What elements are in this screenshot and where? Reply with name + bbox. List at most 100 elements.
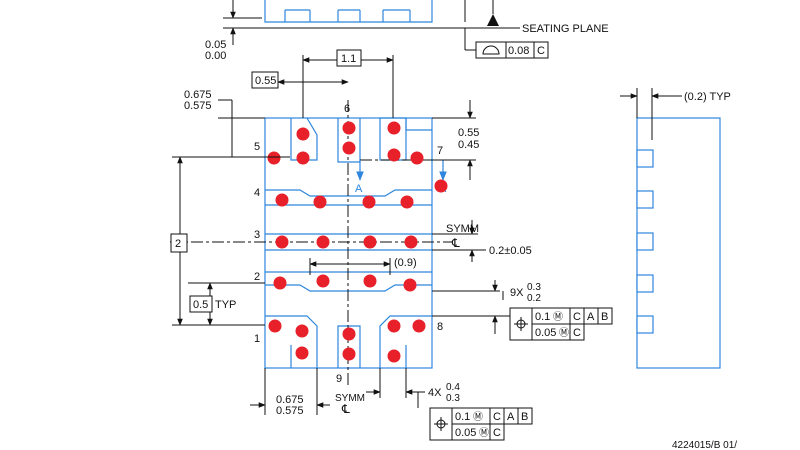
fcf9x-datum-b: B [601,311,608,323]
fcf4x-datum-a: A [507,411,515,423]
pin-label-7: 7 [437,145,443,157]
probe-dots [267,121,448,363]
fcf-4x: 0.1 Ⓜ C A B 0.05 Ⓜ C [429,407,533,441]
probe-dot [295,324,309,338]
fcf4x-datum-b: B [521,411,528,423]
doc-number: 4224015/B 01/ [672,440,737,450]
probe-dot [273,276,287,290]
pin-label-2: 2 [254,271,260,283]
probe-dot [342,121,356,135]
mmc-icon: Ⓜ [479,427,489,439]
pad-len-bottom-min: 0.575 [276,405,304,417]
probe-dot [387,319,401,333]
symm-label-right: SYMM [446,223,479,235]
lead-width-typ: (0.2) TYP [684,91,731,103]
pin-label-4: 4 [254,187,260,199]
probe-dot [296,151,310,165]
probe-dot [363,235,377,249]
fcf9x-tol1: 0.1 [535,311,550,323]
probe-dot [362,195,376,209]
pad-6 [337,118,361,163]
pad-len-top-min: 0.575 [184,100,212,112]
pin-label-8: 8 [437,321,443,333]
probe-dot [342,347,356,361]
side-view: (0.2) TYP [620,88,731,369]
pad-len-top-max: 0.675 [184,89,212,101]
offset-0-55: 0.55 [255,75,276,87]
flatness-control-frame: 0.08 C [475,41,549,59]
side-lead [636,274,654,293]
side-lead [636,149,654,168]
standoff-max: 0.05 [205,39,226,51]
fcf4x-tol1: 0.1 [455,411,470,423]
pin-label-9: 9 [336,373,342,385]
seating-plane-view: SEATING PLANE 0.05 0.00 0.08 C [205,0,609,62]
fcf9x-datum-c2: C [573,327,581,339]
probe-dot [412,319,426,333]
fcf9x-datum-c: C [573,311,581,323]
probe-dot [342,327,356,341]
pad-width: 0.2±0.05 [489,245,532,257]
probe-dot [387,121,401,135]
section-a-left: A [355,183,363,195]
bottom-view: A A 1 2 3 4 5 6 7 8 9 [170,49,613,441]
probe-dot [295,346,309,360]
pad4x-min: 0.3 [446,393,460,404]
probe-dot [313,195,327,209]
side-lead [636,232,654,251]
edge-min: 0.45 [458,139,479,151]
pin-label-5: 5 [254,141,260,153]
side-lead [636,315,654,334]
probe-dot [316,274,330,288]
fcf4x-datum-c2: C [493,427,501,439]
side-lead [636,190,654,209]
probe-dot [342,141,356,155]
pad9x-max: 0.3 [527,282,541,293]
probe-dot [403,278,417,292]
pitch-1-1: 1.1 [341,53,356,65]
standoff-min: 0.00 [205,50,226,62]
pad-7 [379,117,407,161]
probe-dot [410,151,424,165]
fcf-9x: 0.1 Ⓜ C A B 0.05 Ⓜ C [509,307,613,341]
pad9x-count: 9X [510,287,524,299]
symm-label-bottom: SYMM [335,393,365,404]
pad-len-bottom-max: 0.675 [276,394,304,406]
probe-dot [268,319,282,333]
probe-dot [434,179,448,193]
seating-plane-label: SEATING PLANE [522,23,609,35]
flatness-icon [482,45,500,55]
pad-1 [265,315,318,368]
fcf4x-tol2: 0.05 [455,427,476,439]
probe-dot [316,235,330,249]
pad4x-count: 4X [428,387,442,399]
pitch-0-5: 0.5 [193,299,208,311]
pin-label-6: 6 [344,103,350,115]
probe-dot [267,151,281,165]
pin-label-1: 1 [254,333,260,345]
pad-7-tab [405,118,432,131]
mmc-icon: Ⓜ [473,411,483,423]
mmc-icon: Ⓜ [559,327,569,339]
centerline-icon-bottom: ℄ [341,402,350,416]
probe-dot [387,349,401,363]
fcf9x-datum-a: A [587,311,595,323]
probe-dot [296,127,310,141]
pad-9 [337,325,361,368]
flatness-datum: C [537,45,545,57]
probe-dot [363,274,377,288]
inner-gap: (0.9) [394,257,417,269]
probe-dot [400,195,414,209]
pin-label-3: 3 [254,229,260,241]
pad4x-max: 0.4 [446,382,460,393]
seating-plane-datum-icon [487,14,499,26]
fcf4x-datum-c: C [493,411,501,423]
pad-5 [290,117,318,161]
flatness-value: 0.08 [508,45,529,57]
probe-dot [275,193,289,207]
probe-dot [387,148,401,162]
pad-8 [379,315,432,368]
centerline-icon-right: ℄ [451,236,460,250]
span-2: 2 [175,238,181,250]
